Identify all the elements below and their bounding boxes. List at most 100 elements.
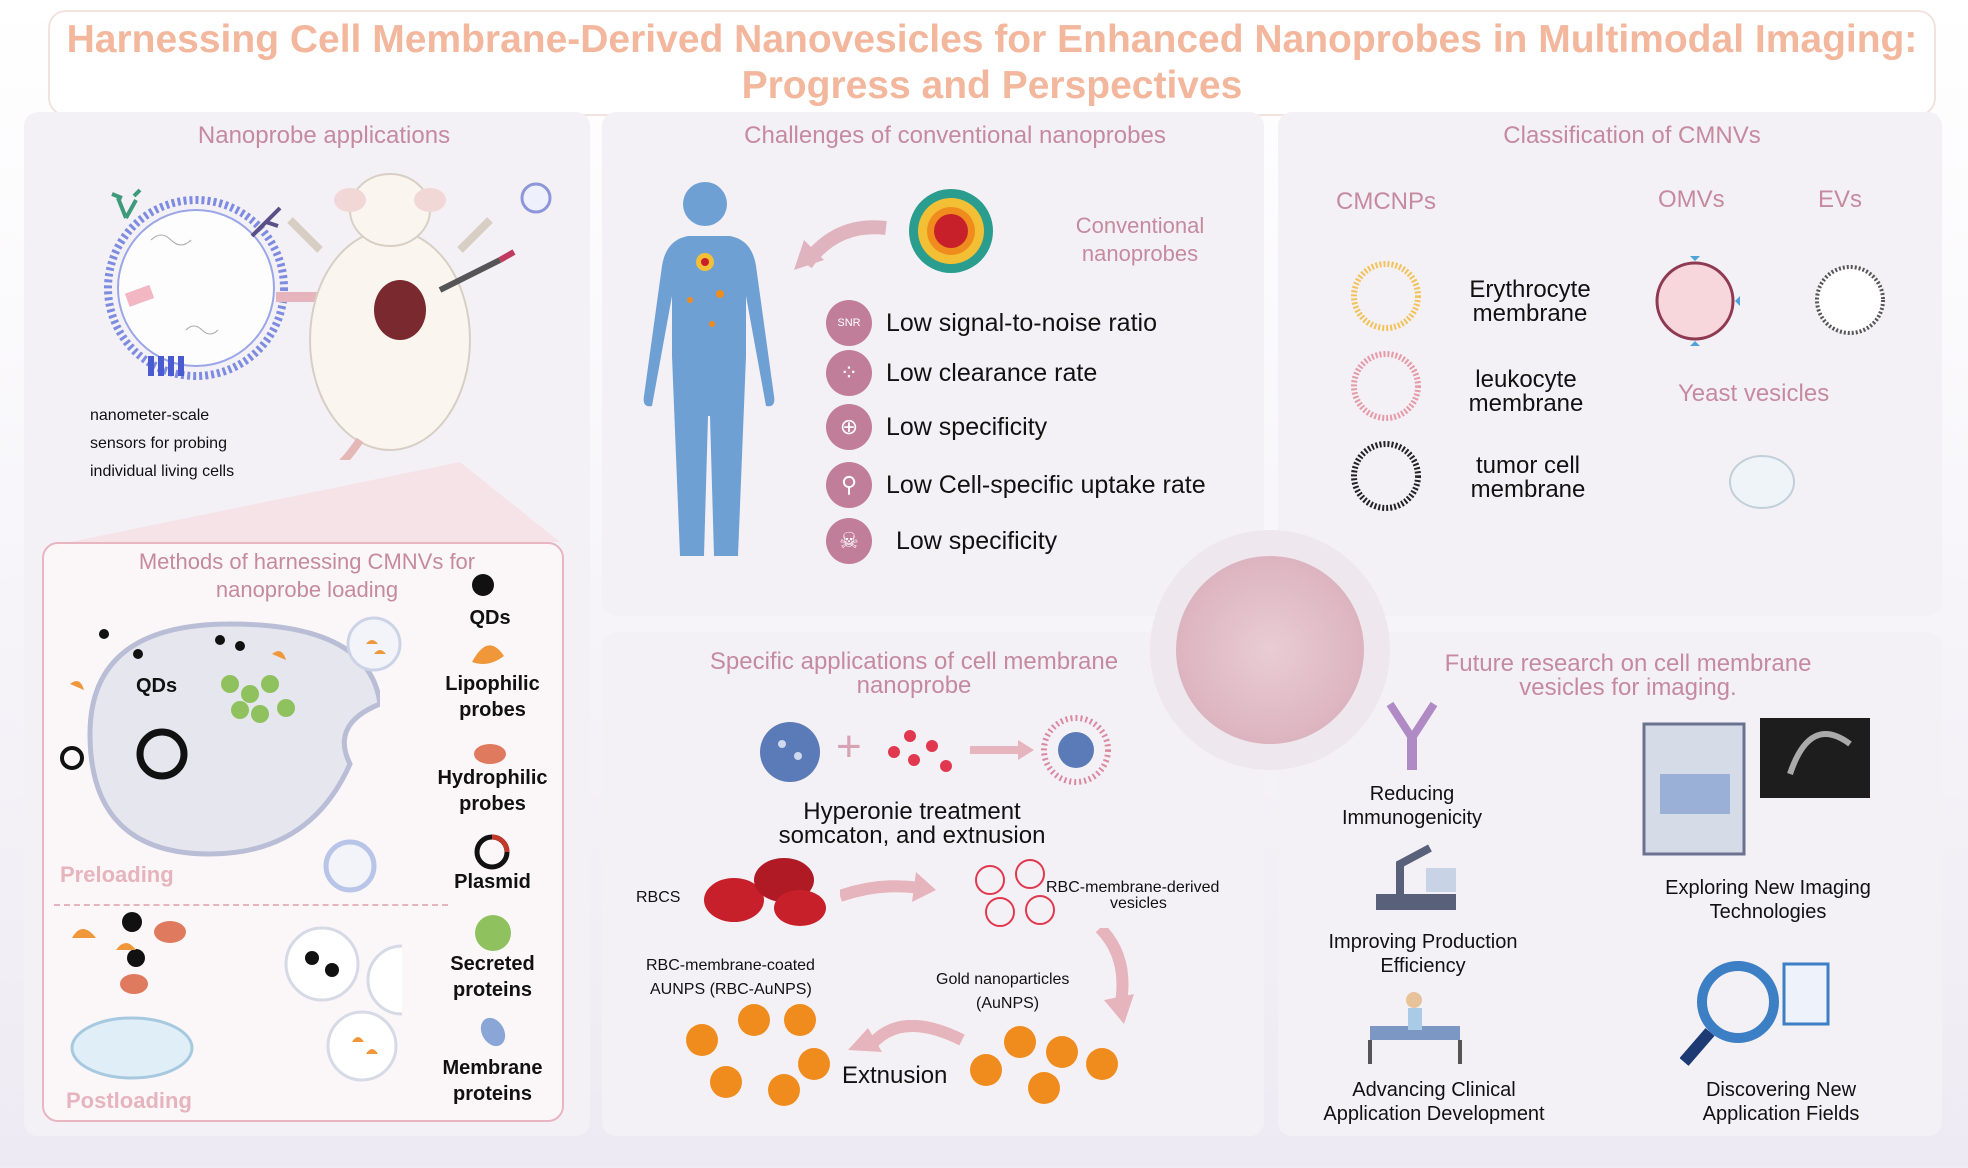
small-vesicle-icon [520,182,552,214]
future-1b: Immunogenicity [1341,807,1483,829]
legend-plasmid: Plasmid [454,871,531,893]
preloading-label: Preloading [60,862,174,887]
yeast-vesicle-icon [1729,455,1795,509]
mouse-illustration [287,173,516,460]
legend-secreted-1: Secreted [450,953,535,975]
specific-title2: nanoprobe [856,672,972,699]
process-arrow-3 [1095,928,1134,1024]
rbc-vesicles-line1: RBC-membrane-derived [1046,879,1220,896]
legend-membrane-2: proteins [453,1083,532,1105]
zoom-wedge [70,462,560,542]
legend-lipophilic-2: probes [459,699,526,721]
panel-classification [1278,112,1942,616]
yeast-label: Yeast vesicles [1678,380,1830,407]
vesicle-bottom-right [323,839,377,893]
human-body-illustration [643,182,775,556]
pointer-arrow [794,220,887,270]
methods-title1: Methods of harnessing CMNVs for [138,549,476,574]
center-circle [1176,556,1364,744]
extrusion-label: Extnusion [842,1062,948,1089]
leukocyte-line2: membrane [1468,390,1584,417]
gold-line2: (AuNPS) [976,995,1040,1012]
plus-sign: + [836,722,862,771]
erythrocyte-line1: Erythrocyte [1469,276,1591,303]
clearance-icon: ⁘ [826,350,872,396]
imaging-device-icon [1642,718,1870,856]
conventional-nanoprobe-icon [909,189,993,273]
challenge-row-clearance: ⁘ Low clearance rate [826,350,1097,396]
snr-icon: SNR [826,300,872,346]
secreted-legend-icon [475,915,511,951]
plasmid-legend-icon [474,834,510,870]
omvs-label: OMVs [1658,186,1725,213]
postloading-illustration [70,912,402,1082]
nanoparticle-core-icon [760,722,820,782]
tumor-line1: tumor cell [1475,452,1581,479]
rbc-cluster-icon [888,730,952,772]
vesicle-top-right [346,616,402,672]
methods-qds-label: QDs [136,675,178,697]
evs-label: EVs [1818,186,1863,213]
legend-hydrophilic-2: probes [459,793,526,815]
legend-secreted-2: proteins [453,979,532,1001]
challenge-2: Low clearance rate [886,358,1098,387]
erythrocyte-line2: membrane [1472,300,1588,327]
title-line1: Harnessing Cell Membrane-Derived Nanoves… [66,18,1918,61]
omv-icon [1655,256,1740,346]
challenge-3: Low specificity [886,412,1048,441]
future-4b: Technologies [1709,901,1827,923]
rbcs-illustration [704,858,826,926]
rbc-vesicles-line2: vesicles [1110,895,1167,912]
panel-future [1278,632,1942,1136]
legend-hydrophilic-1: Hydrophilic [437,767,548,789]
plasmid-icon-left [60,746,84,770]
challenges-title: Challenges of conventional nanoprobes [744,122,1166,149]
rbc-vesicles-illustration [975,859,1055,927]
future-2b: Efficiency [1380,955,1466,977]
tumor-vesicle-icon [1351,441,1421,511]
legend-lipophilic-1: Lipophilic [445,673,540,695]
nanoprobe-desc1: nanometer-scale [90,407,210,424]
vesicle-illustration [104,188,288,380]
tumor-line2: membrane [1470,476,1586,503]
nanoprobe-desc3: individual living cells [90,463,235,480]
challenge-row-snr: SNR Low signal-to-noise ratio [826,300,1157,346]
process-arrow-2 [840,872,936,902]
ev-icon [1815,265,1885,335]
coated-aunps-illustration [686,1004,830,1106]
challenge-1: Low signal-to-noise ratio [886,308,1157,337]
future-title2: vesicles for imaging. [1519,674,1737,701]
conventional-label2: nanoprobes [1081,241,1199,266]
challenge-row-toxicity: ☠ Low specificity [826,518,1057,564]
qds-legend-icon [472,574,494,596]
erythrocyte-vesicle-icon [1351,261,1421,331]
classification-title: Classification of CMNVs [1503,122,1761,149]
future-2a: Improving Production [1328,931,1518,953]
lipophilic-legend-icon [472,645,504,664]
title-line2: Progress and Perspectives [741,64,1243,107]
leukocyte-vesicle-icon [1351,351,1421,421]
receptor-icon [250,206,282,238]
antibody-icon [1386,701,1438,770]
nanoprobe-desc2: sensors for probing [90,435,227,452]
extrusion-arrow [848,1020,965,1052]
discovery-magnifier-icon [1680,961,1830,1066]
snr-icon-text: SNR [837,317,861,329]
future-3b: Application Development [1323,1103,1545,1125]
methods-title2: nanoprobe loading [215,577,399,602]
challenge-5: Low specificity [896,526,1058,555]
step-line2: somcaton, and extnusion [778,822,1046,849]
future-title1: Future research on cell membrane [1444,650,1812,677]
future-1a: Reducing [1369,783,1455,805]
nanoprobe-title: Nanoprobe applications [197,122,451,149]
skull-icon: ☠ [826,518,872,564]
future-5a: Discovering New [1705,1079,1857,1101]
aunps-illustration [970,1026,1118,1104]
methods-divider [54,904,448,906]
future-4a: Exploring New Imaging [1665,877,1871,899]
step-line1: Hyperonie treatment [803,798,1021,825]
legend-qds: QDs [469,607,511,629]
gold-line1: Gold nanoparticles [936,971,1070,988]
legend-membrane-1: Membrane [442,1057,543,1079]
coated-nanoprobe-icon [1041,715,1111,785]
